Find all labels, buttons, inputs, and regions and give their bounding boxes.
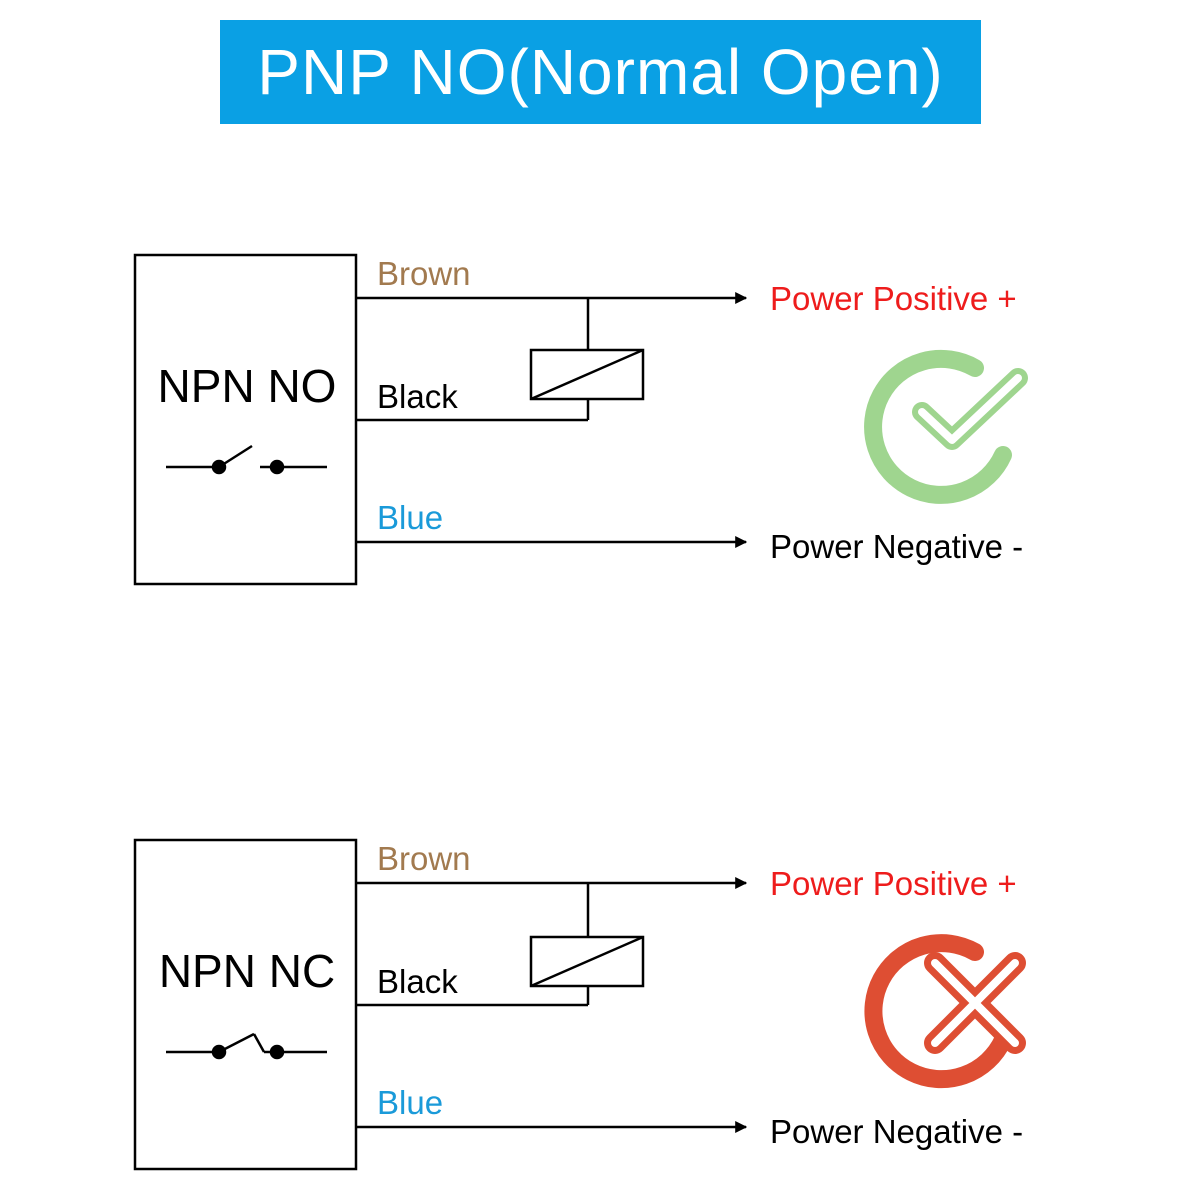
check-icon [864,349,1028,504]
blue-wire-label: Blue [377,1084,443,1121]
title-banner: PNP NO(Normal Open) [220,20,981,124]
sensor-label: NPN NO [158,360,337,412]
panel-npn-nc: NPN NC Brown Black Blue Power Positive + [133,838,1026,1171]
blue-wire-label: Blue [377,499,443,536]
sensor-label: NPN NC [159,945,335,997]
sensor-box [133,253,358,586]
black-wire-label: Black [377,963,458,1000]
relay-coil-icon [529,883,645,1005]
panel-npn-no: NPN NO Brown Black Blue Power Positive +… [133,253,1028,586]
power-positive-label: Power Positive + [770,280,1017,317]
brown-wire-label: Brown [377,255,471,292]
black-wire-label: Black [377,378,458,415]
brown-wire-label: Brown [377,840,471,877]
relay-coil-icon [529,298,645,420]
sensor-box [133,838,358,1171]
power-negative-label: Power Negative - [770,528,1023,565]
page-title: PNP NO(Normal Open) [257,36,944,108]
normally-open-switch-icon [166,444,327,475]
power-positive-label: Power Positive + [770,865,1017,902]
power-negative-label: Power Negative - [770,1113,1023,1150]
normally-closed-switch-icon [166,1032,327,1060]
cross-icon [864,934,1026,1089]
